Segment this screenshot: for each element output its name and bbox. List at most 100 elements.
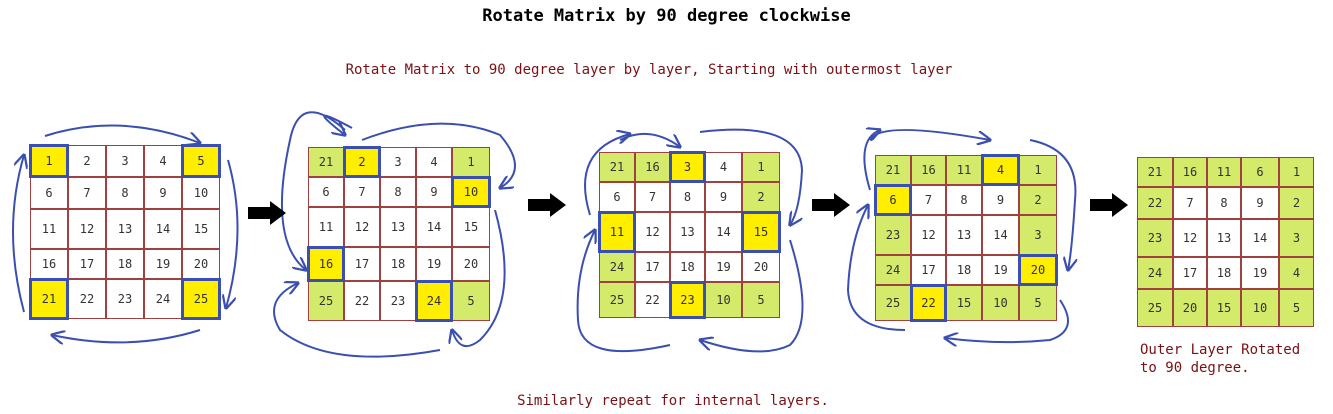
matrix-cell: 24 [415, 280, 453, 322]
matrix-cell: 14 [1241, 219, 1279, 257]
rotate-arrow [361, 122, 516, 188]
matrix-cell: 25 [1137, 289, 1173, 327]
matrix-cell: 10 [1241, 289, 1279, 327]
matrix-cell: 21 [308, 147, 344, 177]
matrix-cell: 16 [911, 155, 946, 185]
rotate-arrow [576, 230, 671, 353]
matrix-cell: 1 [452, 147, 490, 177]
matrix-cell: 9 [705, 182, 742, 212]
matrix-cell: 23 [380, 281, 416, 321]
rotate-arrow [280, 111, 346, 270]
rotate-arrow [699, 128, 804, 225]
matrix-cell: 20 [182, 249, 220, 279]
matrix-cell: 19 [705, 252, 742, 282]
matrix-cell: 11 [1207, 157, 1241, 187]
matrix-cell: 20 [742, 252, 780, 282]
rotate-arrow [273, 283, 441, 358]
matrix-cell: 16 [307, 246, 345, 282]
matrix-cell: 25 [181, 278, 221, 320]
matrix-cell: 10 [705, 282, 742, 318]
matrix-cell: 4 [705, 152, 742, 182]
rotate-arrow [1029, 139, 1075, 270]
matrix-cell: 23 [106, 279, 144, 319]
matrix-cell: 7 [911, 185, 946, 215]
matrix-cell: 21 [875, 155, 911, 185]
matrix-cell: 18 [106, 249, 144, 279]
matrix-cell: 15 [1207, 289, 1241, 327]
matrix-cell: 19 [144, 249, 182, 279]
matrix-cell: 14 [705, 212, 742, 252]
matrix-cell: 15 [452, 207, 490, 247]
matrix-cell: 17 [635, 252, 670, 282]
matrix-cell: 12 [1173, 219, 1207, 257]
matrix-cell: 12 [68, 209, 106, 249]
matrix-cell: 3 [106, 145, 144, 177]
right-arrow [812, 193, 850, 217]
matrix-cell: 15 [741, 211, 781, 253]
matrix-cell: 24 [599, 252, 635, 282]
matrix-cell: 22 [635, 282, 670, 318]
matrix-cell: 17 [344, 247, 380, 281]
rotate-arrow [700, 239, 804, 353]
matrix-cell: 22 [344, 281, 380, 321]
matrix-cell: 20 [1018, 254, 1058, 286]
rotate-arrow [44, 124, 200, 143]
matrix-cell: 12 [344, 207, 380, 247]
diagram-title: Rotate Matrix by 90 degree clockwise [482, 6, 851, 26]
matrix-cell: 18 [670, 252, 705, 282]
matrix-cell: 21 [29, 278, 69, 320]
matrix-cell: 19 [982, 255, 1019, 285]
rotate-arrow [869, 129, 990, 140]
matrix-cell: 4 [144, 145, 182, 177]
right-arrow [528, 193, 566, 217]
matrix-cell: 11 [598, 211, 636, 253]
matrix-cell: 25 [875, 285, 911, 321]
matrix-cell: 8 [1207, 187, 1241, 219]
matrix-cell: 11 [946, 155, 982, 185]
rotate-arrow [846, 205, 906, 331]
rotate-arrow [323, 114, 353, 135]
matrix-cell: 17 [911, 255, 946, 285]
matrix-cell: 6 [874, 184, 912, 216]
matrix-cell: 7 [344, 177, 380, 207]
matrix-cell: 21 [1137, 157, 1173, 187]
matrix-cell: 5 [742, 282, 780, 318]
result-note-line-1: Outer Layer Rotated [1140, 342, 1301, 358]
matrix-cell: 22 [910, 284, 947, 322]
matrix-cell: 23 [875, 215, 911, 255]
matrix-cell: 2 [68, 145, 106, 177]
matrix-cell: 9 [1241, 187, 1279, 219]
matrix-cell: 3 [1279, 219, 1314, 257]
matrix-cell: 8 [380, 177, 416, 207]
matrix-cell: 7 [1173, 187, 1207, 219]
matrix-cell: 13 [670, 212, 705, 252]
matrix-cell: 5 [181, 144, 221, 178]
matrix-cell: 2 [1019, 185, 1057, 215]
matrix-cell: 4 [981, 154, 1020, 186]
matrix-cell: 23 [669, 281, 706, 319]
rotate-arrow [52, 329, 201, 342]
matrix-cell: 25 [308, 281, 344, 321]
matrix-cell: 4 [1279, 257, 1314, 289]
rotate-arrow [226, 159, 239, 308]
matrix-cell: 14 [144, 209, 182, 249]
matrix-cell: 3 [669, 151, 706, 183]
matrix-cell: 3 [1019, 215, 1057, 255]
rotate-arrow [12, 155, 24, 313]
matrix-cell: 5 [1019, 285, 1057, 321]
matrix-cell: 24 [144, 279, 182, 319]
rotate-arrow [945, 299, 1069, 342]
matrix-cell: 18 [946, 255, 982, 285]
rotate-arrow [452, 209, 506, 348]
result-note-line-2: to 90 degree. [1140, 360, 1250, 376]
matrix-cell: 18 [1207, 257, 1241, 289]
matrix-cell: 14 [416, 207, 452, 247]
result-note: Outer Layer Rotated to 90 degree. [1140, 341, 1300, 377]
matrix-cell: 7 [68, 177, 106, 209]
matrix-cell: 17 [1173, 257, 1207, 289]
matrix-cell: 12 [911, 215, 946, 255]
matrix-cell: 15 [946, 285, 982, 321]
diagram-footer: Similarly repeat for internal layers. [517, 393, 829, 409]
matrix-cell: 21 [599, 152, 635, 182]
